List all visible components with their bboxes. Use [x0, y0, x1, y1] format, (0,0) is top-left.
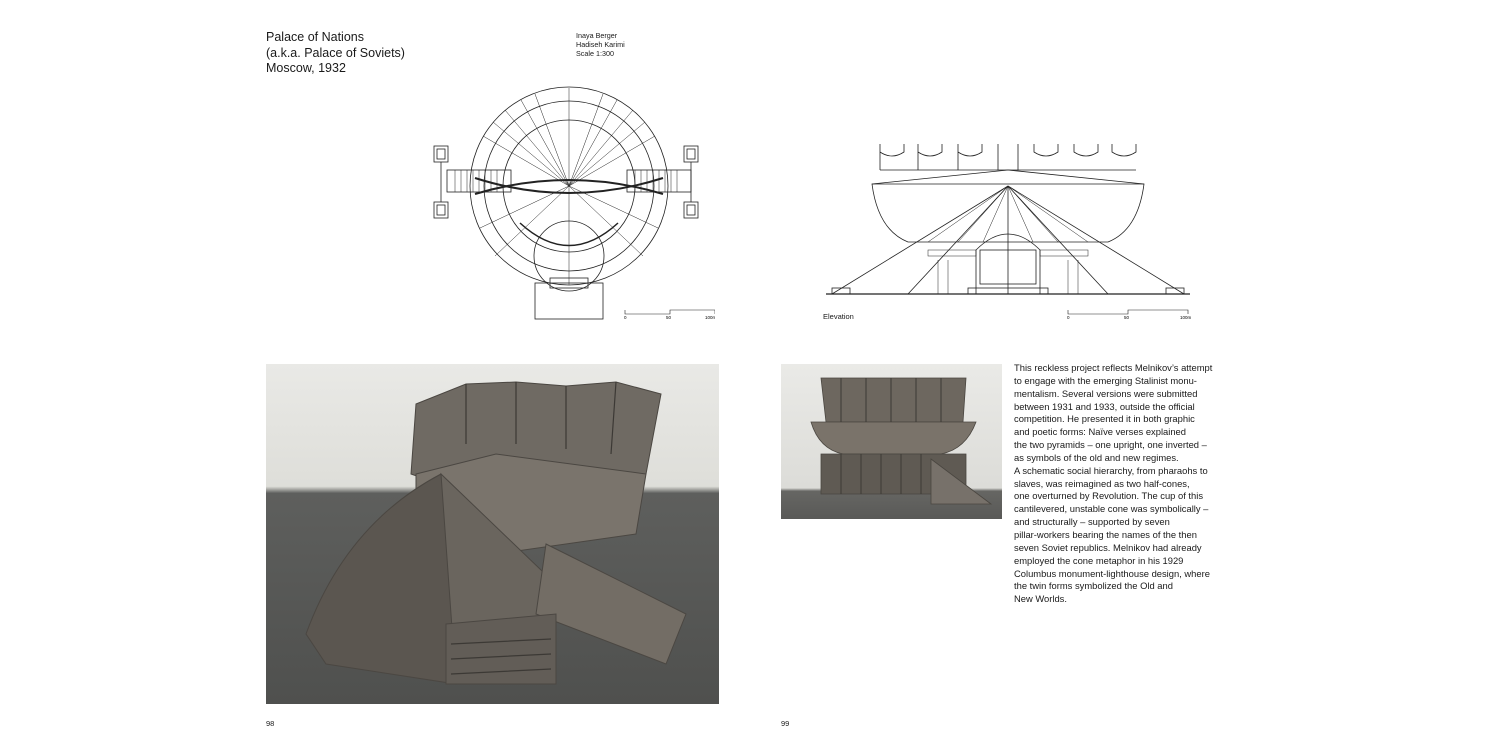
body-line: competition. He presented it in both gra…: [1014, 413, 1195, 425]
body-line: one overturned by Revolution. The cup of…: [1014, 490, 1204, 502]
body-line: seven Soviet republics. Melnikov had alr…: [1014, 541, 1202, 553]
body-line: New Worlds.: [1014, 593, 1067, 605]
credits: Inaya Berger Hadiseh Karimi Scale 1:300: [576, 31, 625, 58]
title-line: Moscow, 1932: [266, 61, 346, 75]
body-line: the two pyramids – one upright, one inve…: [1014, 439, 1207, 451]
body-line: A schematic social hierarchy, from phara…: [1014, 464, 1208, 476]
elev-scale-50: 50: [1124, 315, 1130, 320]
page-title: Palace of Nations (a.k.a. Palace of Sovi…: [266, 30, 405, 77]
body-line: cantilevered, unstable cone was symbolic…: [1014, 503, 1209, 515]
elevation-label: Elevation: [823, 312, 854, 321]
credit-line: Hadiseh Karimi: [576, 40, 625, 49]
body-line: slaves, was reimagined as two half-cones…: [1014, 477, 1190, 489]
plan-scale-50: 50: [666, 315, 672, 320]
body-line: to engage with the emerging Stalinist mo…: [1014, 374, 1197, 386]
body-line: employed the cone metaphor in his 1929: [1014, 554, 1184, 566]
model-photo-small: [781, 364, 1002, 519]
plan-drawing: 0 50 100m: [433, 86, 715, 320]
body-line: mentalism. Several versions were submitt…: [1014, 387, 1198, 399]
title-line: (a.k.a. Palace of Soviets): [266, 45, 405, 60]
body-line: and structurally – supported by seven: [1014, 516, 1170, 528]
body-line: and poetic forms: Naïve verses explained: [1014, 426, 1186, 438]
elev-scale-100: 100m: [1180, 315, 1192, 320]
credit-line: Inaya Berger: [576, 31, 618, 40]
body-text: This reckless project reflects Melnikov’…: [1014, 362, 1254, 606]
body-line: Columbus monument-lighthouse design, whe…: [1014, 567, 1210, 579]
body-line: pillar-workers bearing the names of the …: [1014, 528, 1197, 540]
elevation-drawing: 0 50 100m: [826, 144, 1192, 320]
plan-scale-bar: [624, 309, 715, 315]
page-number-left: 98: [266, 719, 275, 728]
body-line: the twin forms symbolized the Old and: [1014, 580, 1173, 592]
title-line: Palace of Nations: [266, 30, 364, 44]
page-number-right: 99: [781, 719, 790, 728]
plan-scale-100: 100m: [705, 315, 715, 320]
credit-line: Scale 1:300: [576, 49, 614, 58]
elevation-scale-bar: [1067, 309, 1189, 315]
body-line: between 1931 and 1933, outside the offic…: [1014, 400, 1195, 412]
body-line: as symbols of the old and new regimes.: [1014, 451, 1179, 463]
elev-scale-0: 0: [1067, 315, 1070, 320]
model-photo-large: [266, 364, 719, 704]
plan-scale-0: 0: [624, 315, 627, 320]
body-line: This reckless project reflects Melnikov’…: [1014, 362, 1213, 373]
